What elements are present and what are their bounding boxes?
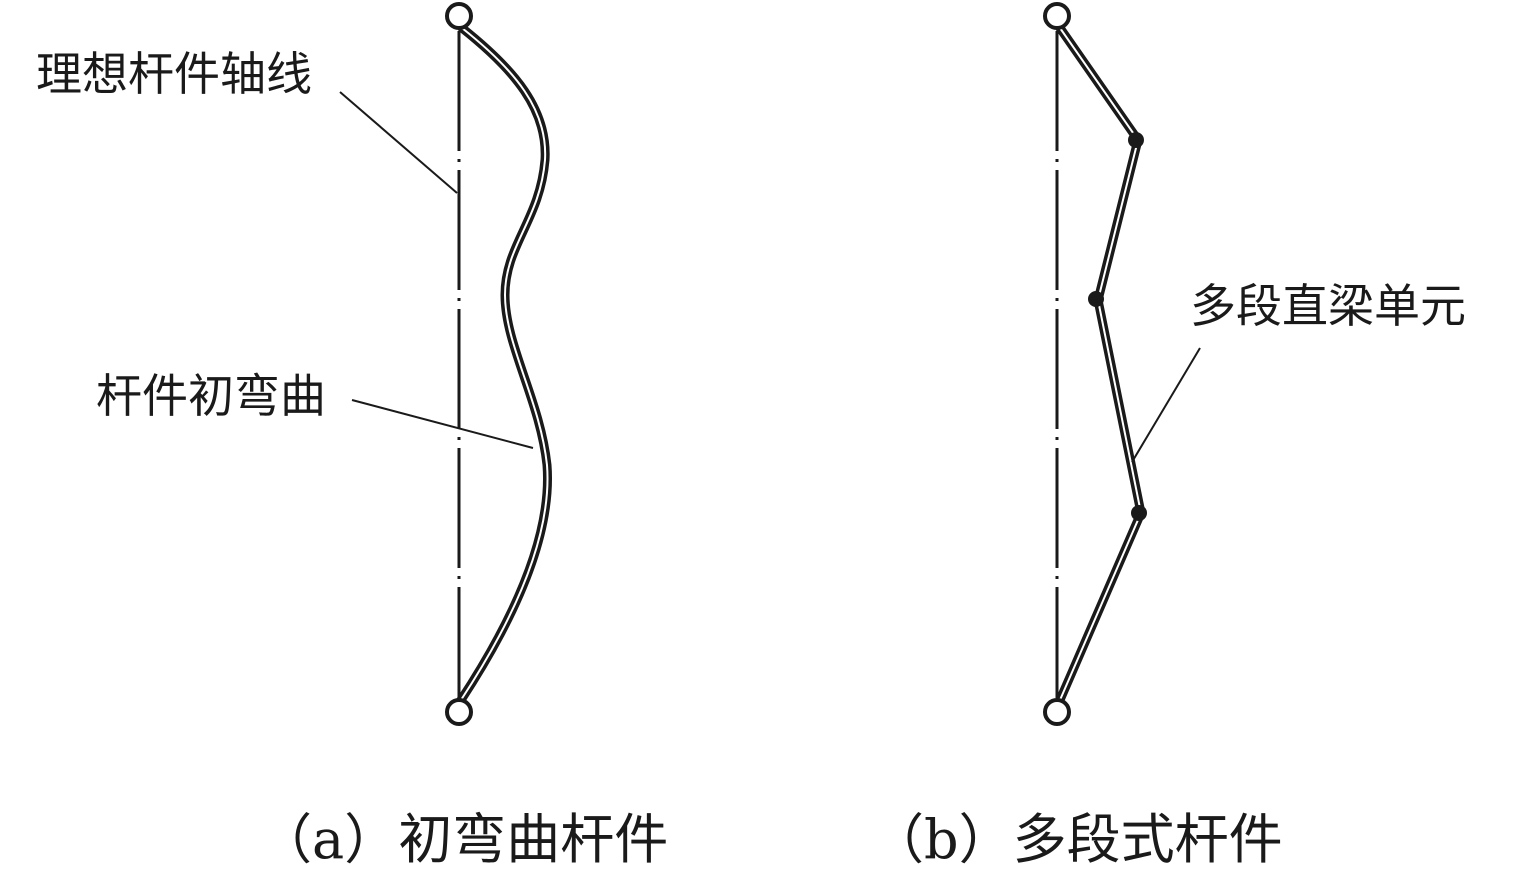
panel-b-joint-1-icon [1128,132,1144,148]
panel-a-axis-leader [339,91,458,194]
panel-a: 理想杆件轴线 杆件初弯曲 （a）初弯曲杆件 [36,2,668,871]
panel-a-curved-member-core [460,27,549,701]
panel-b-segments-callout: 多段直梁单元 [1190,279,1466,333]
panel-a-caption: （a）初弯曲杆件 [258,808,668,871]
panel-b-joint-3-icon [1131,505,1147,521]
panel-b-segmented-member [1055,23,1146,705]
panel-b: 多段直梁单元 （b）多段式杆件 [870,2,1466,871]
panel-b-segments-leader [1131,347,1201,463]
panel-b-joint-2-icon [1088,291,1104,307]
panel-b-top-pin-icon [1043,2,1071,30]
panel-a-curve-leader [351,399,534,449]
panel-a-axis-callout: 理想杆件轴线 [36,47,312,101]
panel-a-curve-callout: 杆件初弯曲 [96,369,326,423]
panel-a-curved-member [456,23,552,705]
panel-b-caption: （b）多段式杆件 [870,808,1283,871]
panel-a-top-pin-icon [445,2,473,30]
panel-b-bottom-pin-icon [1043,698,1071,726]
panel-a-bottom-pin-icon [445,698,473,726]
